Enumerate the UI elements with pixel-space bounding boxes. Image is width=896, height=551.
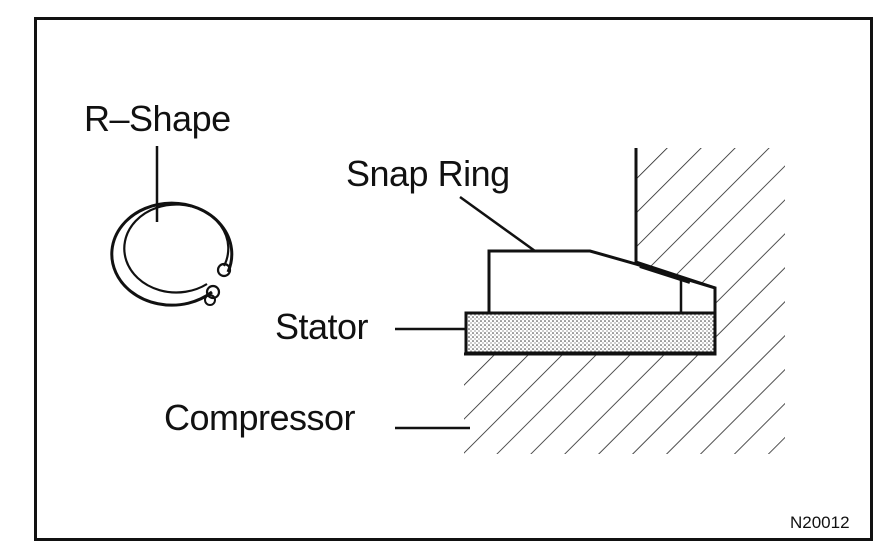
r-shape-label: R–Shape bbox=[84, 98, 231, 139]
compressor-label: Compressor bbox=[164, 397, 356, 438]
compressor-body bbox=[464, 148, 785, 454]
r-shape-ring-icon bbox=[110, 201, 234, 307]
stator-body bbox=[464, 311, 717, 355]
snap-ring-leader-line bbox=[459, 195, 536, 253]
snap-ring-section bbox=[487, 249, 717, 315]
stator-label: Stator bbox=[275, 306, 369, 347]
snap-ring-contact-line bbox=[639, 264, 691, 284]
snap-ring-label: Snap Ring bbox=[346, 153, 510, 194]
figure-code: N20012 bbox=[790, 513, 850, 532]
